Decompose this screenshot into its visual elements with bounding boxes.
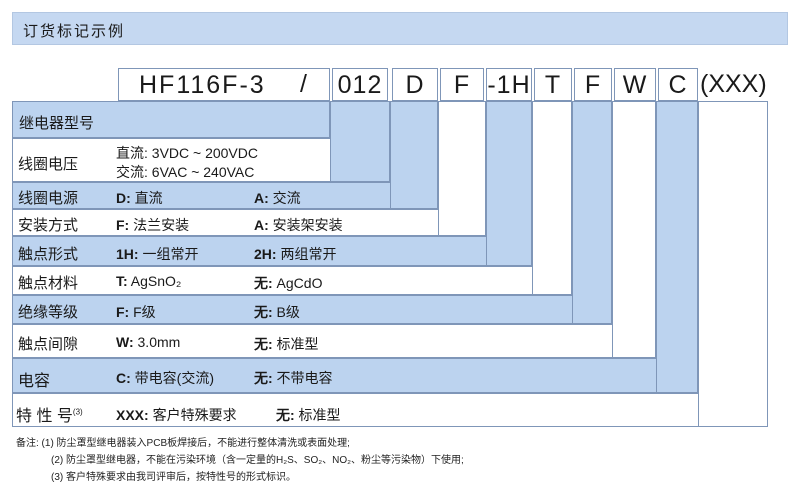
code-insulation: F (574, 68, 612, 101)
opt-value: 直流 (130, 190, 163, 206)
row-insulation (12, 295, 612, 324)
opt-key: D: (116, 190, 131, 206)
row-contact-gap (12, 324, 656, 358)
opt-value: 不带电容 (272, 370, 333, 386)
opt-key: T: (116, 273, 128, 289)
opt-value: B级 (272, 304, 300, 320)
dc-voltage-range: 直流: 3VDC ~ 200VDC (116, 145, 258, 161)
note-1: 备注: (1) 防尘罩型继电器装入PCB板焊接后，不能进行整体清洗或表面处理; (16, 438, 350, 449)
opt-key: A: (254, 217, 269, 233)
opt-value: 两组常开 (276, 246, 337, 262)
code-slash: / (300, 70, 308, 98)
code-mounting: F (440, 68, 484, 101)
note-2: (2) 防尘罩型继电器，不能在污染环境（含一定量的H₂S、SO₂、NO₂、粉尘等… (51, 455, 464, 466)
row-model: 继电器型号 (12, 101, 330, 138)
row-coil-voltage (12, 138, 390, 182)
row-coil-power (12, 182, 438, 209)
row-coil-power-label: 线圈电源 (18, 190, 79, 207)
opt-key: F: (116, 304, 130, 320)
row-capacitor (12, 358, 698, 393)
code-contact-material: T (534, 68, 572, 101)
code-coil-power: D (392, 68, 438, 101)
row-contact-material (12, 266, 572, 295)
opt-value: 带电容(交流) (130, 370, 214, 386)
opt-key: A: (254, 190, 269, 206)
row-mounting (12, 209, 486, 236)
opt-value: AgSnO₂ (127, 273, 182, 289)
opt-value: 法兰安装 (129, 217, 190, 233)
row-insulation-label: 绝缘等级 (18, 304, 79, 321)
row-coil-voltage-label: 线圈电压 (18, 156, 79, 173)
opt-key: XXX: (116, 407, 149, 423)
opt-key: 无: (254, 275, 273, 291)
opt-key: C: (116, 370, 131, 386)
opt-key: 无: (254, 370, 273, 386)
code-contact-gap: W (614, 68, 656, 101)
code-feature: (XXX) (700, 70, 767, 98)
opt-value: 安装架安装 (268, 217, 343, 233)
opt-key: 无: (276, 407, 295, 423)
ac-voltage-range: 交流: 6VAC ~ 240VAC (116, 164, 255, 180)
code-model: HF116F-3 (118, 68, 330, 101)
opt-value: AgCdO (272, 275, 323, 291)
code-voltage: 012 (332, 68, 388, 101)
opt-value: 交流 (268, 190, 301, 206)
section-header: 订货标记示例 (12, 12, 788, 45)
code-capacitor: C (658, 68, 698, 101)
opt-value: 3.0mm (133, 334, 181, 350)
opt-value: 客户特殊要求 (148, 407, 237, 423)
code-contact-form: -1H (486, 68, 532, 101)
opt-value: 标准型 (294, 407, 341, 423)
note-3: (3) 客户特殊要求由我司评审后，按特性号的形式标识。 (51, 472, 296, 483)
section-title: 订货标记示例 (23, 23, 126, 40)
row-capacitor-label: 电容 (18, 373, 51, 390)
row-coil-voltage-connector (330, 101, 390, 182)
row-contact-form-label: 触点形式 (18, 246, 79, 263)
opt-key: F: (116, 217, 130, 233)
opt-key: 无: (254, 336, 273, 352)
opt-key: 1H: (116, 246, 139, 262)
opt-value: F级 (129, 304, 156, 320)
opt-key: 2H: (254, 246, 277, 262)
opt-value: 一组常开 (138, 246, 199, 262)
row-contact-material-label: 触点材料 (18, 275, 79, 292)
opt-key: 无: (254, 304, 273, 320)
row-feature-label: 特 性 号 (16, 408, 73, 425)
row-model-label: 继电器型号 (19, 115, 95, 132)
row-contact-form (12, 236, 532, 266)
row-mounting-label: 安装方式 (18, 217, 79, 234)
row-feature (12, 393, 768, 427)
footnote-ref: (3) (72, 407, 83, 417)
opt-key: W: (116, 334, 134, 350)
opt-value: 标准型 (272, 336, 319, 352)
row-contact-gap-label: 触点间隙 (18, 336, 79, 353)
